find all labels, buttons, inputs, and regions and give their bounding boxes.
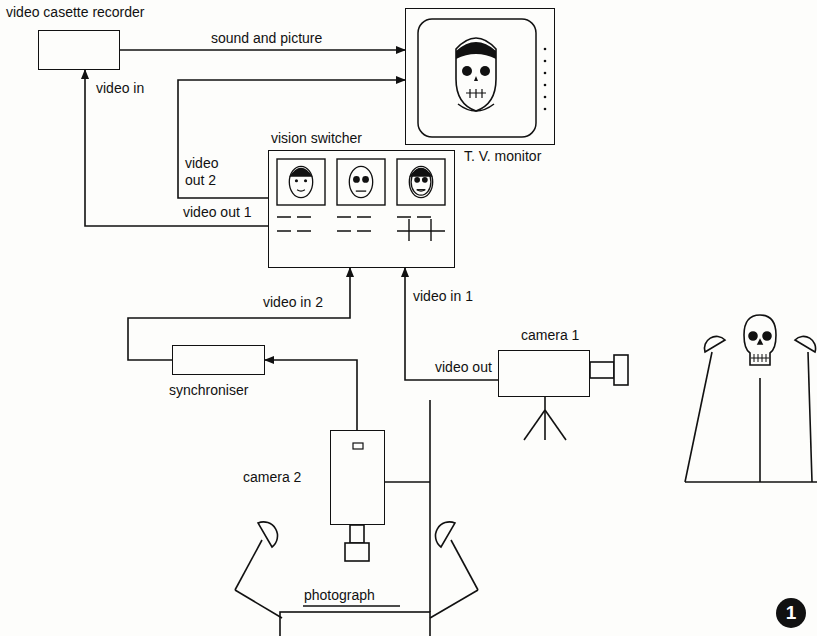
equipment-label: synchroniser	[169, 382, 248, 399]
equipment-label: camera 1	[521, 327, 579, 344]
camera-body: camera 1	[498, 350, 590, 397]
port-label: video out	[434, 359, 493, 376]
signal-label: video out 1	[182, 204, 253, 221]
camera-body: camera 2	[330, 430, 385, 525]
part-label: photograph	[303, 587, 376, 604]
box-drawing	[269, 151, 454, 267]
signal-label: video in 2	[262, 294, 324, 311]
monitor-box: T. V. monitor	[405, 8, 555, 145]
equipment-label: T. V. monitor	[464, 148, 541, 165]
callout-number: 1	[776, 598, 806, 628]
equipment-label: camera 2	[243, 469, 301, 486]
recorder-box: video casette recorder	[38, 30, 120, 70]
signal-label: video out 2	[184, 155, 234, 189]
signal-label: video in 1	[412, 288, 474, 305]
signal-line	[265, 360, 357, 430]
box-drawing	[406, 9, 554, 144]
switcher-box: vision switcher	[268, 150, 455, 268]
signal-label: sound and picture	[210, 30, 323, 47]
synchroniser-box: synchroniser	[172, 345, 265, 375]
equipment-label: vision switcher	[271, 130, 362, 147]
port-label: video in	[95, 80, 145, 97]
signal-line	[405, 268, 498, 380]
signal-line	[85, 70, 268, 226]
equipment-label: video casette recorder	[6, 4, 145, 21]
box-drawing	[331, 431, 384, 524]
signal-line	[120, 49, 405, 51]
